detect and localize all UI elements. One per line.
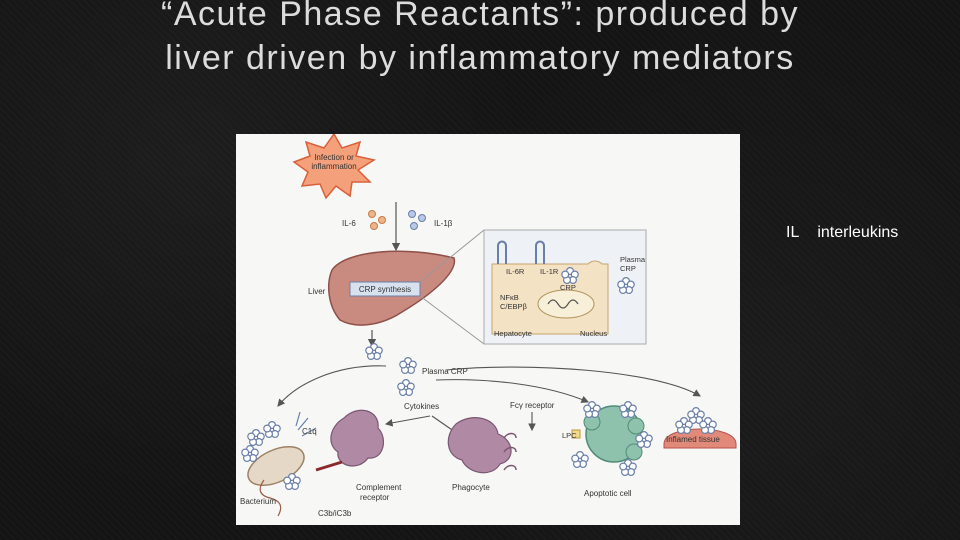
- phagocyte-label: Phagocyte: [452, 483, 490, 492]
- zoom-line-bottom: [419, 295, 485, 345]
- cytokine-dots: [368, 210, 426, 230]
- nucleus-label: Nucleus: [580, 329, 607, 338]
- il1r-receptor-icon: [535, 240, 545, 264]
- apoptotic-label: Apoptotic cell: [584, 489, 632, 498]
- liver-label: Liver: [308, 287, 326, 296]
- trigger-line2: inflammation: [311, 162, 356, 171]
- crp-pathway-diagram: Infection or inflammation IL-6 IL-1β Liv…: [236, 134, 740, 525]
- c3b-label: C3b/iC3b: [318, 509, 352, 518]
- complement-receptor-icon: [315, 460, 343, 472]
- infection-burst: Infection or inflammation: [292, 134, 376, 200]
- il6-label: IL-6: [342, 219, 356, 228]
- bacterium-label: Bacterium: [240, 497, 276, 506]
- arrow-to-bacterium: [277, 365, 387, 407]
- crp-pathway-svg: Infection or inflammation IL-6 IL-1β Liv…: [240, 134, 737, 518]
- arrow-to-apoptotic: [435, 379, 590, 403]
- dna-icon: [547, 299, 579, 309]
- apoptotic-cell: [571, 401, 653, 476]
- hepatocyte-label: Hepatocyte: [494, 329, 532, 338]
- c1q-label: C1q: [302, 427, 317, 436]
- abbreviation-note: IL interleukins: [786, 224, 916, 242]
- arrow-cytokines-left: [384, 415, 431, 427]
- fcy-receptor-icons: [503, 432, 517, 471]
- crp-inset-label: CRP: [560, 283, 576, 292]
- cytokines-label: Cytokines: [404, 402, 439, 411]
- il1b-label: IL-1β: [434, 219, 453, 228]
- abbreviation: IL: [786, 224, 800, 241]
- crp-synthesis-box: [349, 281, 421, 297]
- slide-title: “Acute Phase Reactants”: produced by liv…: [161, 0, 799, 77]
- phagocyte-left: [330, 409, 385, 467]
- complement-label-line1: Complement: [356, 483, 402, 492]
- plasma-crp-inset-line1: Plasma: [620, 255, 646, 264]
- zoom-line-top: [419, 229, 485, 283]
- bacterium: [241, 411, 317, 517]
- inflamed-tissue-label: Inflamed tissue: [666, 435, 720, 444]
- crp-synthesis-label: CRP synthesis: [359, 285, 411, 294]
- nfkb-label: NFκB: [500, 293, 519, 302]
- complement-label-line2: receptor: [360, 493, 390, 502]
- arrow-to-tissue: [445, 366, 701, 397]
- trigger-line1: Infection or: [314, 153, 354, 162]
- il6r-receptor-icon: [497, 240, 507, 264]
- phagocyte-right: [447, 417, 512, 474]
- plasma-crp-label: Plasma CRP: [422, 367, 468, 376]
- hepatocyte-inset: IL-6R IL-1R NFκB C/EBPβ CRP Plasma CRP H…: [483, 229, 647, 345]
- plasma-crp-inset-line2: CRP: [620, 264, 636, 273]
- inflamed-tissue: [663, 407, 737, 449]
- il6r-label: IL-6R: [506, 267, 525, 276]
- cebp-label: C/EBPβ: [500, 302, 528, 311]
- nucleus-shape: [537, 289, 595, 319]
- c1q-icon: [295, 411, 317, 437]
- lpc-label: LPC: [562, 431, 577, 440]
- il1r-label: IL-1R: [540, 267, 559, 276]
- fcy-receptor-label: Fcγ receptor: [510, 401, 555, 410]
- abbreviation-definition: interleukins: [817, 224, 899, 241]
